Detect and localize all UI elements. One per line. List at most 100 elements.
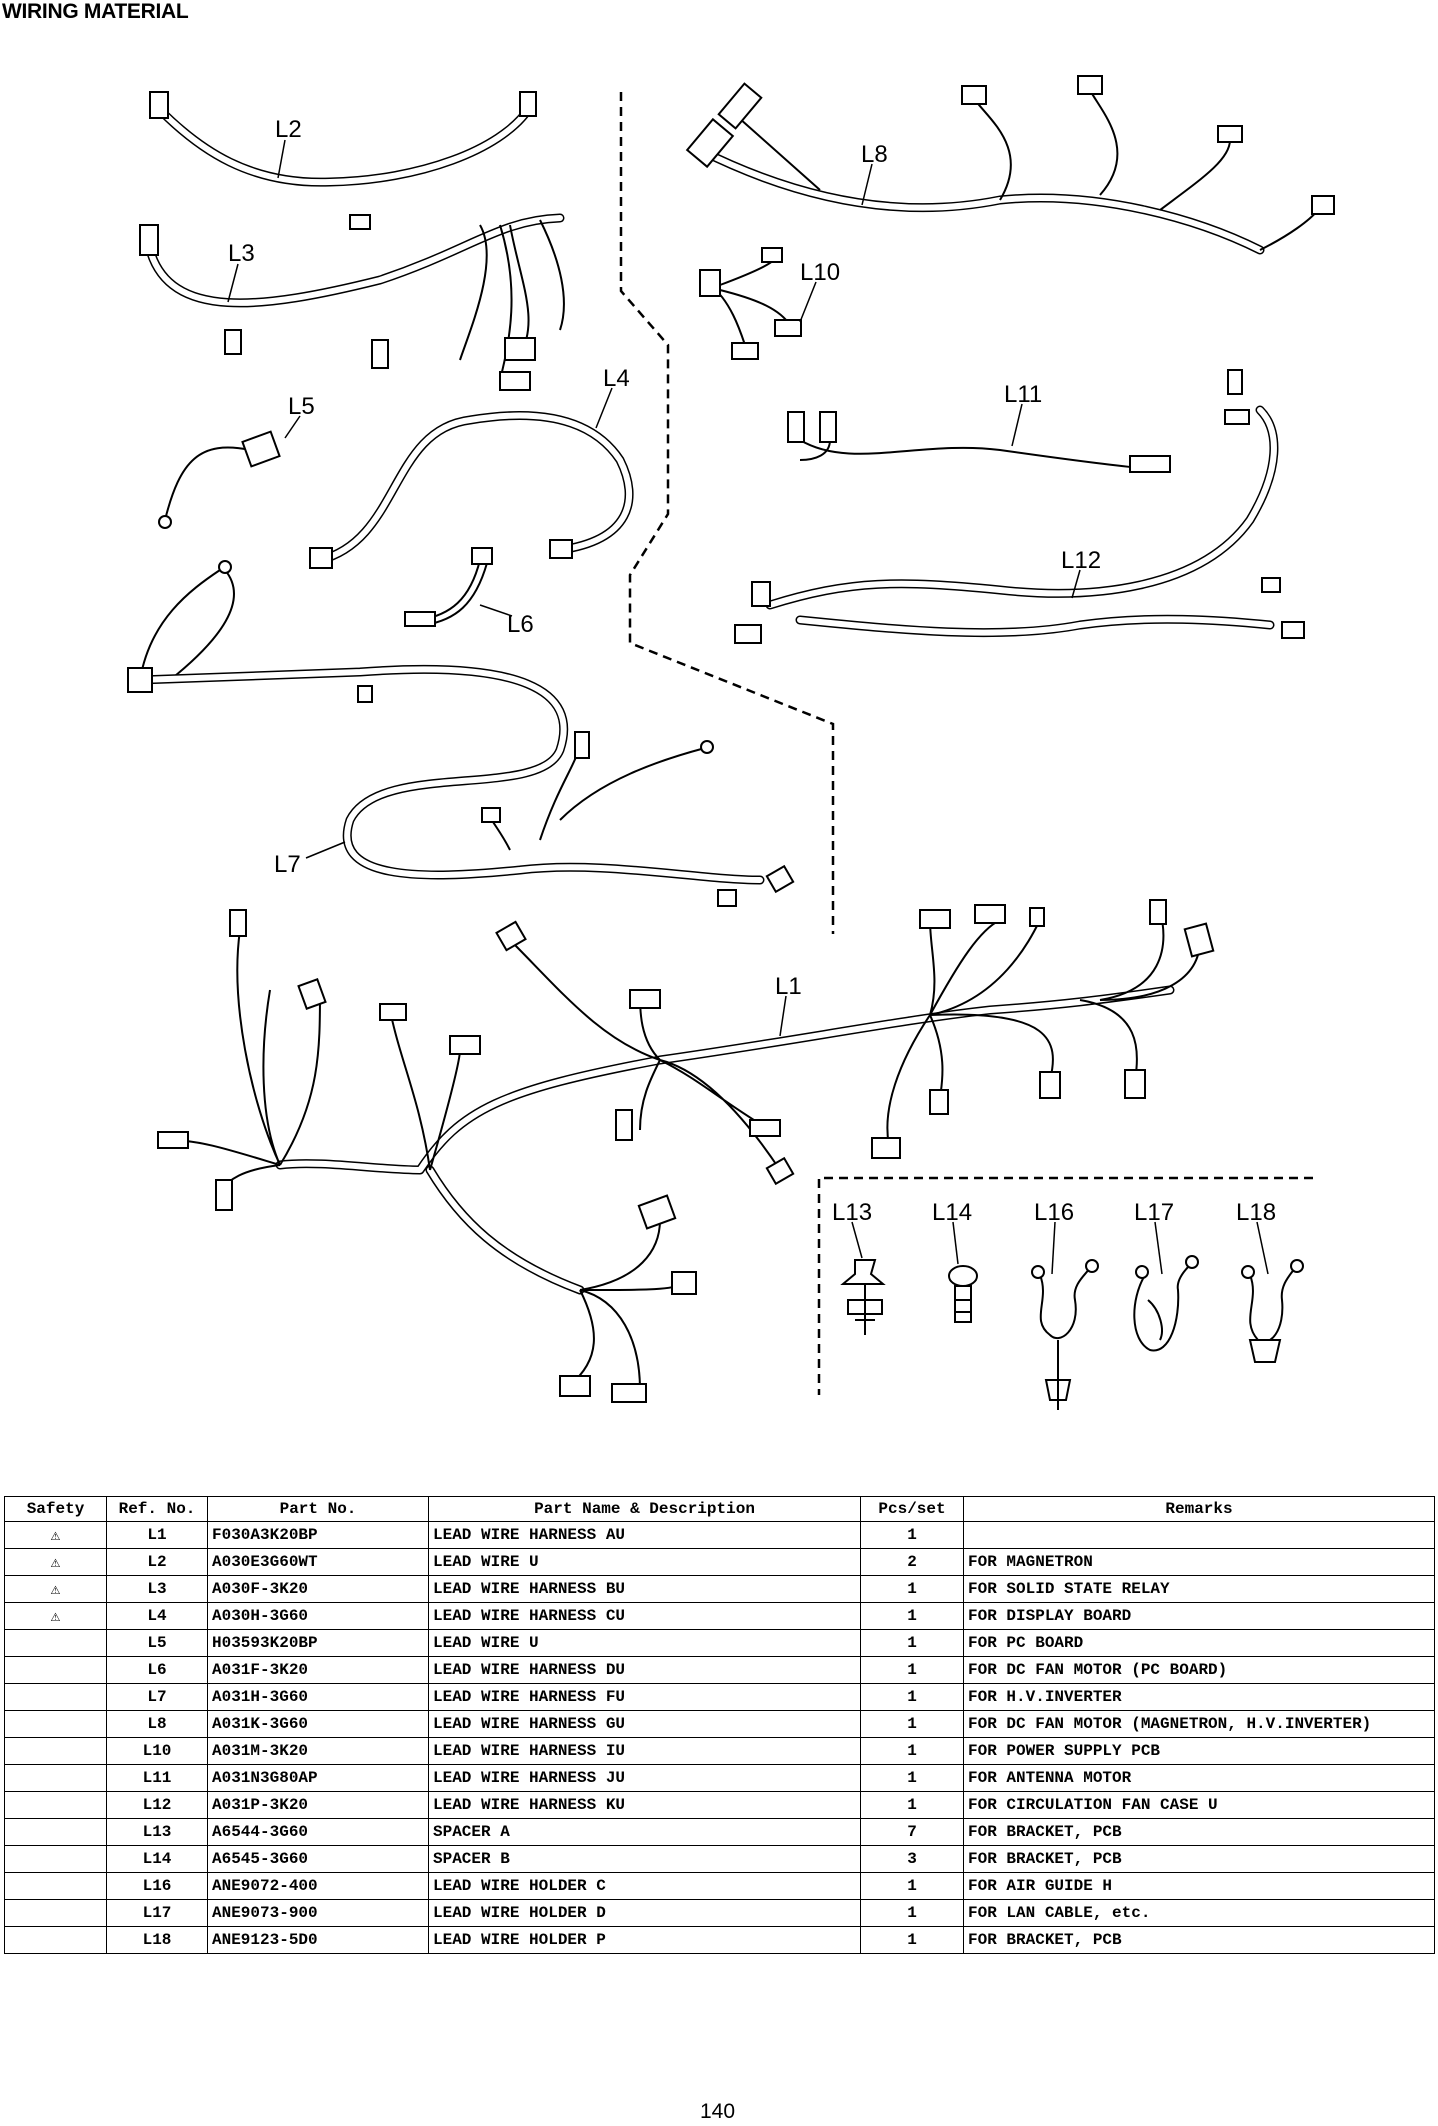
label-l7: L7 — [274, 851, 301, 878]
part-no: ANE9073-900 — [207, 1899, 429, 1927]
safety-icon — [4, 1683, 107, 1711]
pcs-set: 1 — [860, 1872, 964, 1900]
pcs-set: 2 — [860, 1548, 964, 1576]
safety-icon — [4, 1656, 107, 1684]
harness-l10 — [699, 247, 802, 360]
part-no: A031P-3K20 — [207, 1791, 429, 1819]
label-l13: L13 — [832, 1199, 872, 1226]
harness-l4 — [309, 411, 634, 569]
label-l11: L11 — [1004, 381, 1042, 408]
pcs-set: 1 — [860, 1656, 964, 1684]
pcs-set: 1 — [860, 1629, 964, 1657]
header-pcs-set: Pcs/set — [860, 1496, 964, 1522]
remarks — [963, 1521, 1435, 1549]
ref-no: L17 — [106, 1899, 208, 1927]
pcs-set: 1 — [860, 1899, 964, 1927]
part-l16-holder-c — [1031, 1259, 1099, 1410]
label-l12: L12 — [1061, 547, 1101, 574]
ref-no: L12 — [106, 1791, 208, 1819]
label-l2: L2 — [275, 116, 302, 143]
divider-line — [619, 92, 835, 934]
label-l4: L4 — [603, 365, 630, 392]
part-no: A031K-3G60 — [207, 1710, 429, 1738]
harness-l6 — [404, 547, 493, 627]
ref-no: L5 — [106, 1629, 208, 1657]
part-name: LEAD WIRE HARNESS GU — [428, 1710, 861, 1738]
pcs-set: 1 — [860, 1602, 964, 1630]
ref-no: L7 — [106, 1683, 208, 1711]
harness-l8 — [685, 75, 1335, 255]
header-safety: Safety — [4, 1496, 107, 1522]
pcs-set: 3 — [860, 1845, 964, 1873]
label-l8: L8 — [861, 141, 888, 168]
part-l14-spacer-b — [948, 1265, 978, 1323]
label-l17: L17 — [1134, 1199, 1174, 1226]
ref-no: L8 — [106, 1710, 208, 1738]
remarks: FOR ANTENNA MOTOR — [963, 1764, 1435, 1792]
ref-no: L13 — [106, 1818, 208, 1846]
table-header-row: Safety Ref. No. Part No. Part Name & Des… — [4, 1496, 1435, 1522]
divider-line — [817, 1176, 1313, 1395]
label-l14: L14 — [932, 1199, 972, 1226]
harness-l7 — [127, 560, 795, 907]
safety-icon — [4, 1629, 107, 1657]
part-name: SPACER A — [428, 1818, 861, 1846]
remarks: FOR BRACKET, PCB — [963, 1926, 1435, 1954]
part-no: A6545-3G60 — [207, 1845, 429, 1873]
safety-icon — [4, 1818, 107, 1846]
part-name: LEAD WIRE U — [428, 1629, 861, 1657]
ref-no: L3 — [106, 1575, 208, 1603]
part-l13-spacer-a — [840, 1259, 886, 1335]
ref-no: L14 — [106, 1845, 208, 1873]
harness-l12 — [734, 369, 1305, 644]
safety-icon — [4, 1737, 107, 1765]
part-no: A031M-3K20 — [207, 1737, 429, 1765]
safety-icon: ⚠ — [4, 1548, 107, 1576]
harness-l1 — [157, 899, 1215, 1403]
part-name: SPACER B — [428, 1845, 861, 1873]
pcs-set: 1 — [860, 1710, 964, 1738]
page-title: WIRING MATERIAL — [2, 0, 189, 23]
safety-icon: ⚠ — [4, 1575, 107, 1603]
safety-icon — [4, 1791, 107, 1819]
harness-l2 — [149, 91, 537, 187]
remarks: FOR POWER SUPPLY PCB — [963, 1737, 1435, 1765]
part-name: LEAD WIRE HARNESS IU — [428, 1737, 861, 1765]
ref-no: L10 — [106, 1737, 208, 1765]
part-name: LEAD WIRE HARNESS AU — [428, 1521, 861, 1549]
remarks: FOR H.V.INVERTER — [963, 1683, 1435, 1711]
remarks: FOR MAGNETRON — [963, 1548, 1435, 1576]
ref-no: L6 — [106, 1656, 208, 1684]
ref-no: L4 — [106, 1602, 208, 1630]
part-name: LEAD WIRE HOLDER D — [428, 1899, 861, 1927]
remarks: FOR BRACKET, PCB — [963, 1845, 1435, 1873]
part-no: A030F-3K20 — [207, 1575, 429, 1603]
part-no: A031N3G80AP — [207, 1764, 429, 1792]
leader-lines — [227, 139, 1269, 1275]
parts-table: Safety Ref. No. Part No. Part Name & Des… — [4, 1496, 1435, 1954]
part-name: LEAD WIRE HOLDER C — [428, 1872, 861, 1900]
ref-no: L11 — [106, 1764, 208, 1792]
safety-icon: ⚠ — [4, 1602, 107, 1630]
part-name: LEAD WIRE HOLDER P — [428, 1926, 861, 1954]
harness-l3 — [139, 213, 565, 391]
safety-icon — [4, 1926, 107, 1954]
safety-icon — [4, 1845, 107, 1873]
ref-no: L1 — [106, 1521, 208, 1549]
part-name: LEAD WIRE HARNESS BU — [428, 1575, 861, 1603]
remarks: FOR PC BOARD — [963, 1629, 1435, 1657]
label-l16: L16 — [1034, 1199, 1074, 1226]
part-name: LEAD WIRE HARNESS DU — [428, 1656, 861, 1684]
part-name: LEAD WIRE HARNESS FU — [428, 1683, 861, 1711]
part-no: A030E3G60WT — [207, 1548, 429, 1576]
part-no: A031F-3K20 — [207, 1656, 429, 1684]
